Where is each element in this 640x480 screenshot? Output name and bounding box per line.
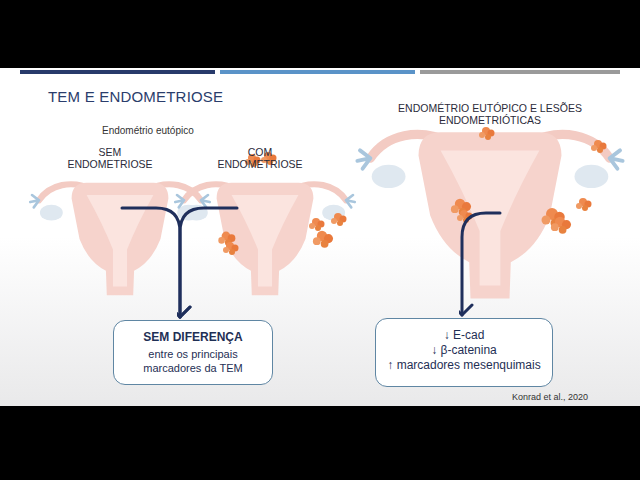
section-label: Endométrio eutópico	[102, 125, 194, 136]
box-text: ↑ marcadores mesenquimais	[386, 358, 542, 373]
flow-arrow	[180, 208, 237, 317]
box-text: ↓ E-cad	[386, 328, 542, 343]
uterus-group: ENDOMÉTRIO EUTÓPICO E LESÕES ENDOMETRIÓT…	[390, 102, 590, 213]
box-text: ↓ β-catenina	[386, 343, 542, 358]
citation: Konrad et al., 2020	[512, 392, 588, 402]
flow-arrow	[122, 208, 180, 317]
box-text: entre os principais marcadores da TEM	[124, 347, 262, 375]
group-heading: COM ENDOMETRIOSE	[205, 146, 315, 170]
uterus-group: COM ENDOMETRIOSE	[205, 146, 315, 208]
group-heading: ENDOMÉTRIO EUTÓPICO E LESÕES ENDOMETRIÓT…	[390, 102, 590, 126]
uterus-group: SEM ENDOMETRIOSE	[55, 146, 165, 208]
slide-title: TEM E ENDOMETRIOSE	[48, 88, 223, 105]
flow-arrow	[462, 213, 500, 315]
group-heading: SEM ENDOMETRIOSE	[55, 146, 165, 170]
result-box: SEM DIFERENÇA entre os principais marcado…	[113, 320, 273, 385]
result-box: ↓ E-cad↓ β-catenina↑ marcadores mesenqui…	[375, 318, 553, 387]
box-heading: SEM DIFERENÇA	[124, 330, 262, 345]
